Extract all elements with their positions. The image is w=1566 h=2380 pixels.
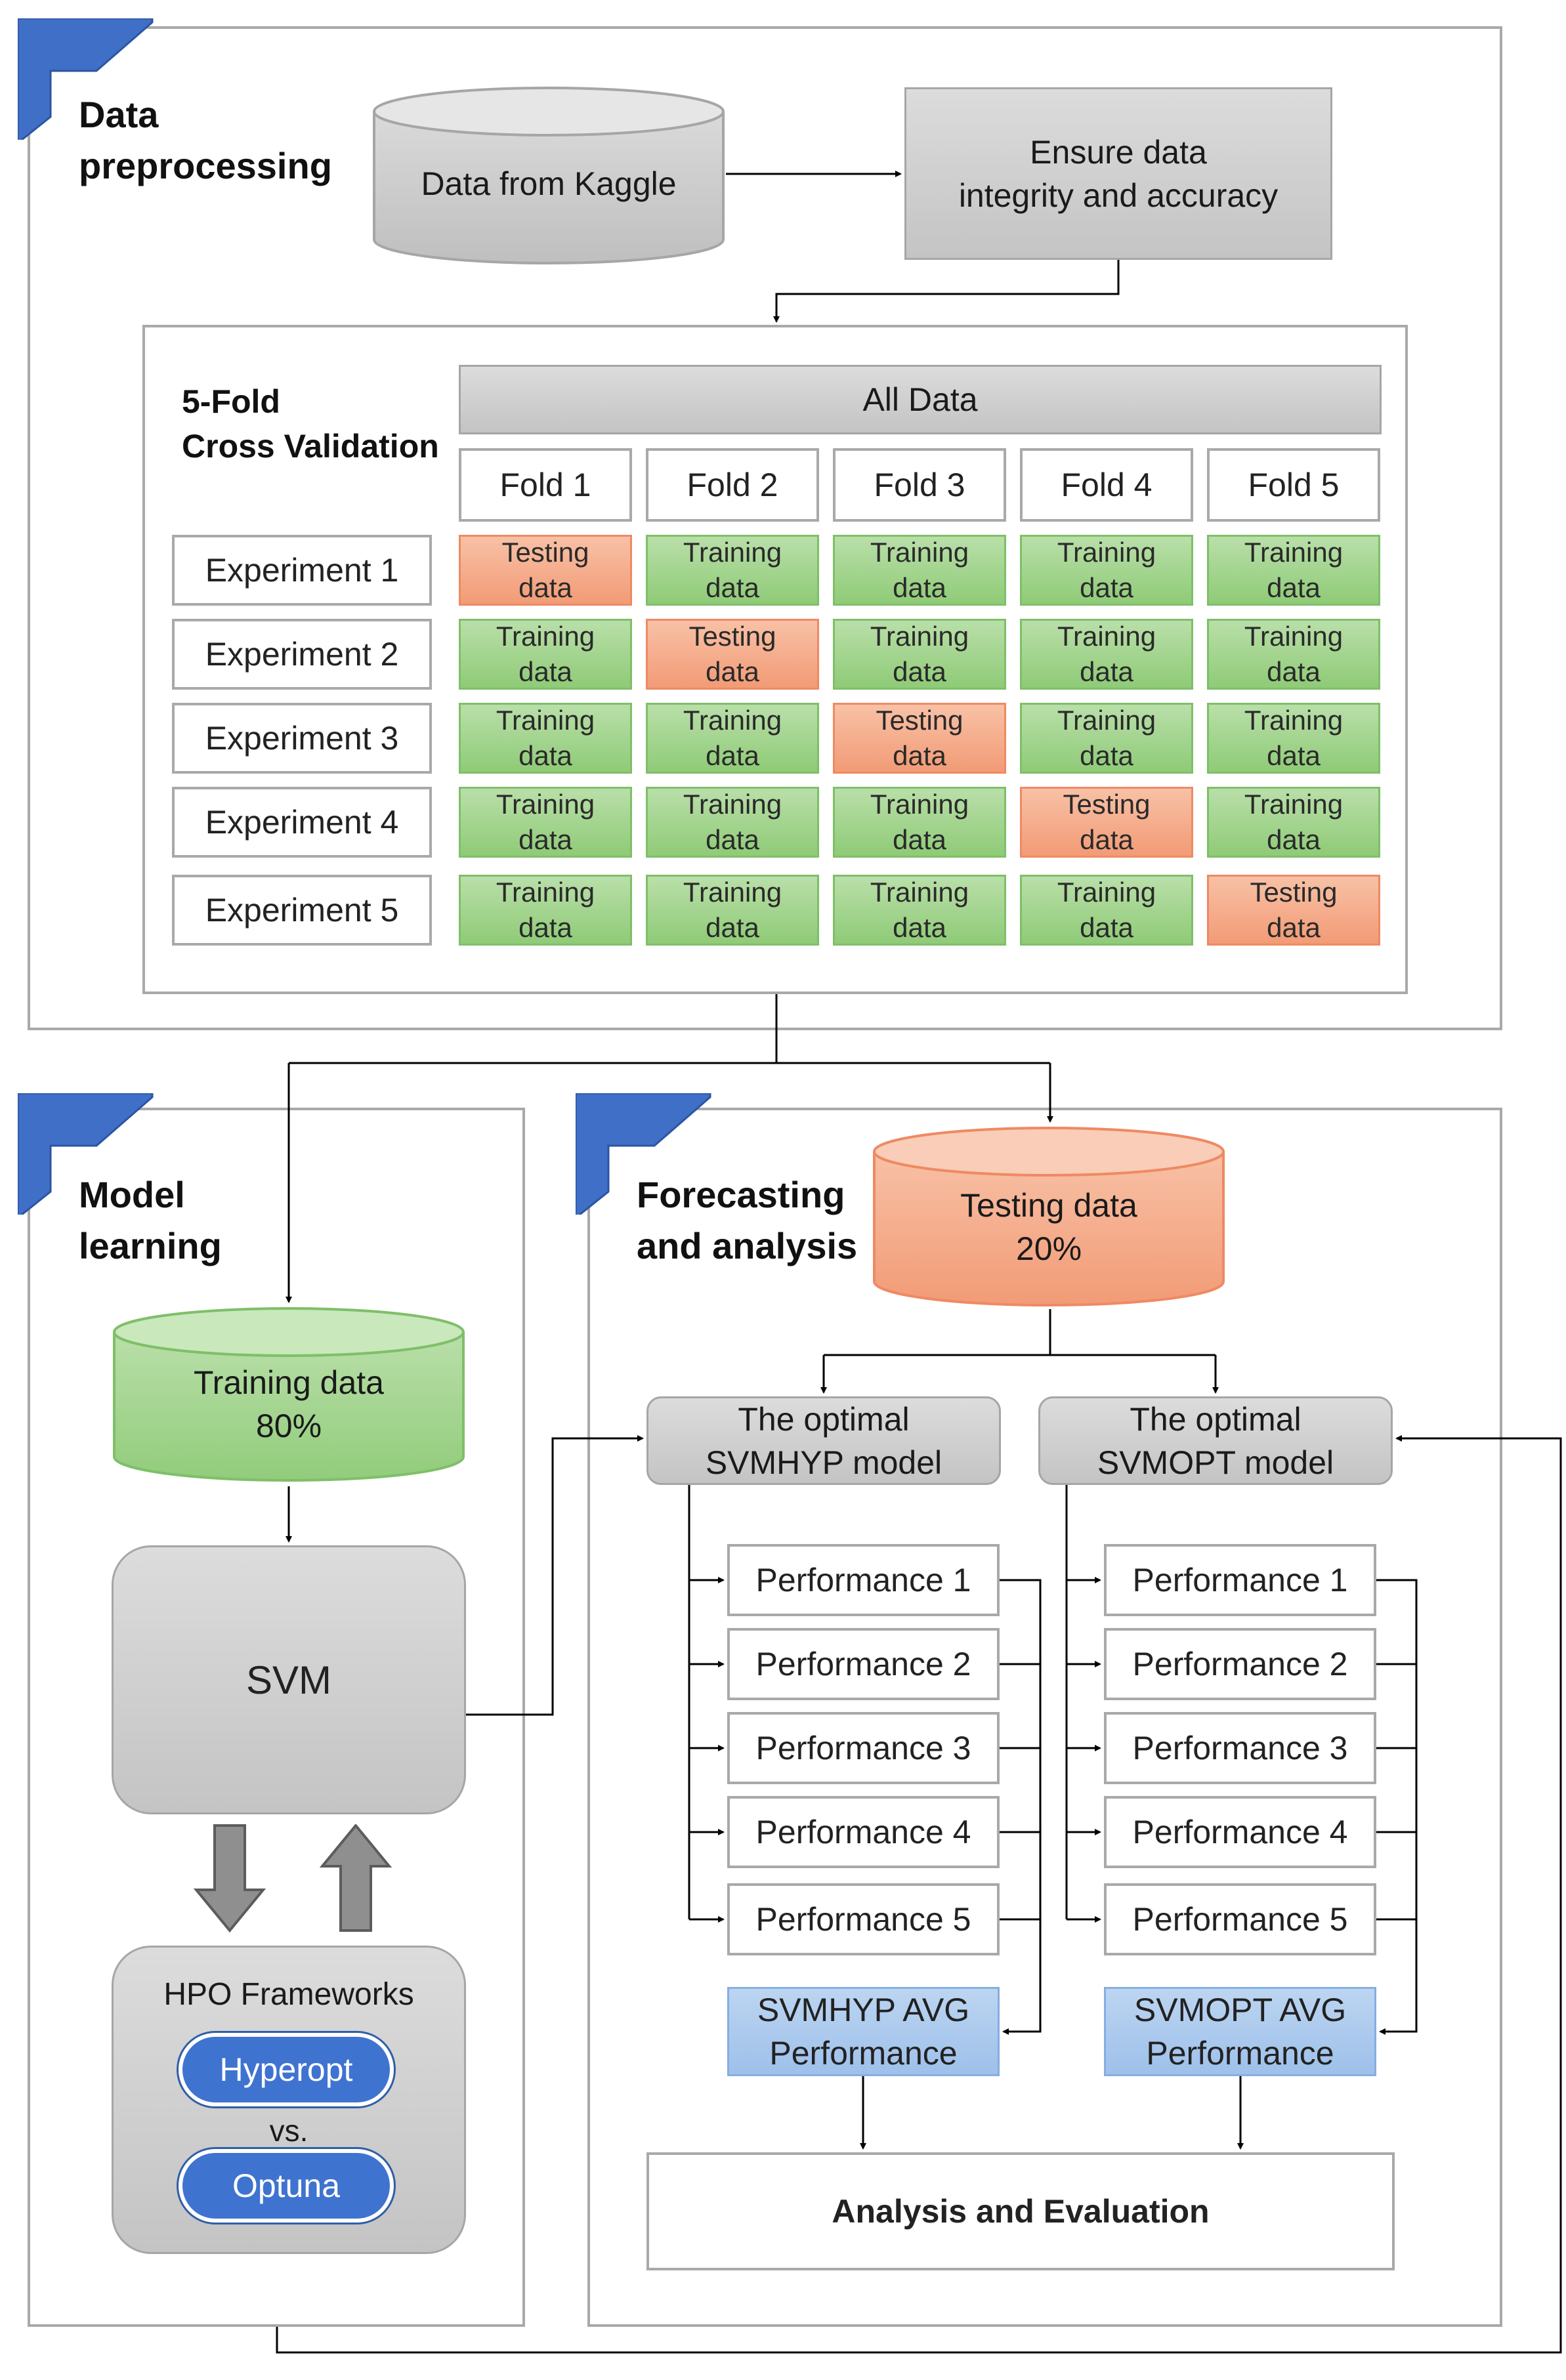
all-data-bar: All Data (459, 365, 1382, 434)
svmopt-performance-item: Performance 1 (1104, 1544, 1376, 1616)
kaggle-database-icon (373, 87, 725, 264)
integrity-step: Ensure data integrity and accuracy (904, 87, 1332, 260)
svmopt-performance-item: Performance 3 (1104, 1712, 1376, 1784)
training-data-cell: Training data (1207, 787, 1380, 858)
training-data-cell: Training data (459, 619, 632, 690)
training-data-cell: Training data (646, 535, 819, 606)
svmhyp-performance-item: Performance 1 (727, 1544, 1000, 1616)
experiment-label: Experiment 1 (172, 535, 432, 606)
fold-header: Fold 3 (833, 448, 1006, 522)
svmopt-performance-item: Performance 2 (1104, 1628, 1376, 1700)
corner-marker-icon (18, 1093, 154, 1215)
svmopt-performance-item: Performance 5 (1104, 1883, 1376, 1955)
svmopt-model-box: The optimal SVMOPT model (1038, 1396, 1393, 1485)
testing-data-cell: Testing data (646, 619, 819, 690)
experiment-label: Experiment 3 (172, 703, 432, 774)
svmhyp-model-box: The optimal SVMHYP model (646, 1396, 1001, 1485)
analysis-evaluation-box: Analysis and Evaluation (646, 2152, 1395, 2270)
hyperopt-badge: Hyperopt (179, 2033, 394, 2106)
section-title-learning: Model learning (79, 1174, 222, 1266)
training-database-icon (113, 1307, 465, 1482)
training-data-cell: Training data (459, 703, 632, 774)
down-arrow-icon (194, 1824, 266, 1932)
training-data-cell: Training data (1207, 619, 1380, 690)
svmopt-performance-item: Performance 4 (1104, 1796, 1376, 1868)
hpo-title: HPO Frameworks (163, 1977, 414, 2012)
training-data-cell: Training data (1207, 535, 1380, 606)
training-data-cell: Training data (1020, 619, 1193, 690)
svmopt-avg-performance: SVMOPT AVG Performance (1104, 1987, 1376, 2076)
section-title-forecasting: Forecasting and analysis (637, 1174, 858, 1266)
training-data-cell: Training data (1207, 703, 1380, 774)
experiment-label: Experiment 5 (172, 875, 432, 946)
training-data-cell: Training data (646, 875, 819, 946)
testing-data-cell: Testing data (459, 535, 632, 606)
training-data-cell: Training data (1020, 875, 1193, 946)
up-arrow-icon (320, 1824, 392, 1932)
training-data-cell: Training data (646, 787, 819, 858)
testing-database-icon (873, 1127, 1225, 1306)
training-data-cell: Training data (1020, 535, 1193, 606)
training-data-label: Training data 80% (194, 1364, 384, 1444)
training-data-cell: Training data (459, 787, 632, 858)
training-data-cell: Training data (1020, 703, 1193, 774)
testing-data-cell: Testing data (833, 703, 1006, 774)
corner-marker-icon (18, 18, 154, 140)
training-data-cell: Training data (833, 619, 1006, 690)
section-title-preprocessing: Data preprocessing (79, 94, 332, 186)
training-data-cell: Training data (833, 787, 1006, 858)
testing-data-label: Testing data 20% (960, 1187, 1137, 1267)
svmhyp-avg-performance: SVMHYP AVG Performance (727, 1987, 1000, 2076)
kaggle-data-label: Data from Kaggle (421, 165, 677, 202)
svm-model-box: SVM (112, 1545, 466, 1814)
svmhyp-performance-item: Performance 5 (727, 1883, 1000, 1955)
svmhyp-performance-item: Performance 3 (727, 1712, 1000, 1784)
fold-header: Fold 4 (1020, 448, 1193, 522)
experiment-label: Experiment 4 (172, 787, 432, 858)
fold-header: Fold 2 (646, 448, 819, 522)
optuna-badge: Optuna (179, 2149, 394, 2223)
testing-data-cell: Testing data (1207, 875, 1380, 946)
training-data-cell: Training data (459, 875, 632, 946)
versus-label: vs. (269, 2114, 308, 2148)
experiment-label: Experiment 2 (172, 619, 432, 690)
training-data-cell: Training data (833, 535, 1006, 606)
fold-header: Fold 5 (1207, 448, 1380, 522)
cv-title: 5-Fold Cross Validation (182, 383, 439, 465)
training-data-cell: Training data (646, 703, 819, 774)
svmhyp-performance-item: Performance 2 (727, 1628, 1000, 1700)
svmhyp-performance-item: Performance 4 (727, 1796, 1000, 1868)
fold-header: Fold 1 (459, 448, 632, 522)
corner-marker-icon (576, 1093, 711, 1215)
training-data-cell: Training data (833, 875, 1006, 946)
testing-data-cell: Testing data (1020, 787, 1193, 858)
